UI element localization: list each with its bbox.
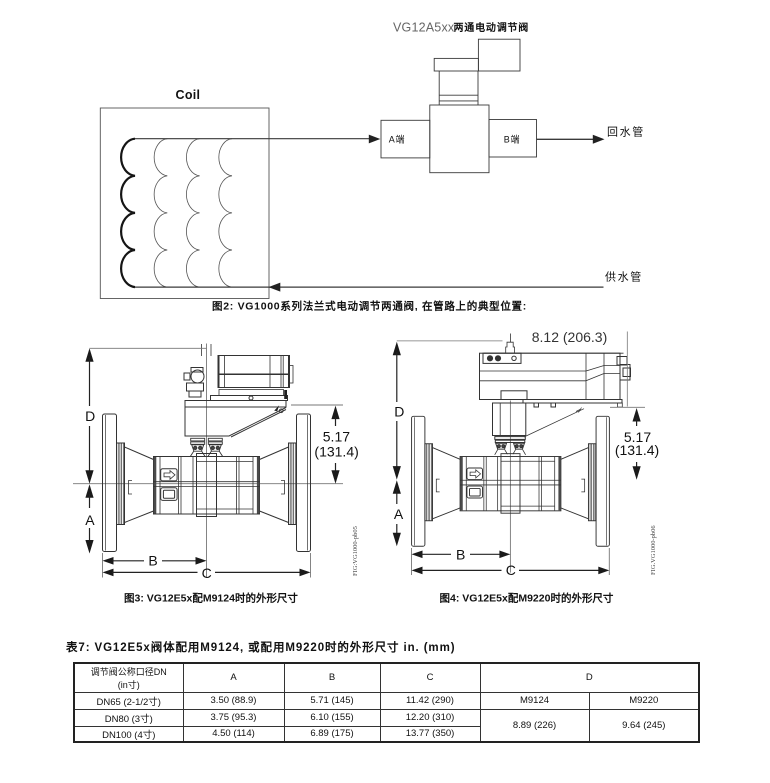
svg-text:Coil: Coil — [176, 88, 201, 102]
svg-text:VG12A5xx: VG12A5xx — [393, 21, 455, 35]
svg-text:B端: B端 — [504, 134, 521, 145]
svg-text:B: B — [148, 553, 157, 569]
svg-text:图4: VG12E5x配M9220时的外形尺寸: 图4: VG12E5x配M9220时的外形尺寸 — [440, 592, 614, 605]
svg-text:D: D — [394, 404, 404, 420]
svg-text:FIG.VG1000-pb06: FIG.VG1000-pb06 — [650, 525, 657, 575]
svg-text:A: A — [394, 506, 404, 522]
svg-text:图3: VG12E5x配M9124时的外形尺寸: 图3: VG12E5x配M9124时的外形尺寸 — [124, 592, 298, 605]
svg-text:5.17: 5.17 — [624, 429, 651, 445]
svg-text:8.12 (206.3): 8.12 (206.3) — [532, 329, 608, 345]
svg-text:A: A — [85, 512, 95, 528]
svg-text:C: C — [202, 565, 212, 581]
svg-text:A端: A端 — [389, 134, 406, 145]
svg-text:5.17: 5.17 — [323, 429, 350, 445]
svg-text:图2: VG1000系列法兰式电动调节两通阀, 在管路上的典: 图2: VG1000系列法兰式电动调节两通阀, 在管路上的典型位置: — [212, 300, 527, 313]
svg-text:回水管: 回水管 — [607, 125, 645, 139]
svg-text:B: B — [456, 546, 465, 562]
svg-text:D: D — [85, 408, 95, 424]
svg-text:两通电动调节阀: 两通电动调节阀 — [454, 21, 530, 34]
svg-text:FIG:VG1000-pb05: FIG:VG1000-pb05 — [352, 526, 359, 576]
svg-text:供水管: 供水管 — [605, 270, 643, 284]
svg-text:(131.4): (131.4) — [314, 443, 358, 459]
svg-text:C: C — [506, 562, 516, 578]
svg-text:(131.4): (131.4) — [615, 442, 659, 458]
